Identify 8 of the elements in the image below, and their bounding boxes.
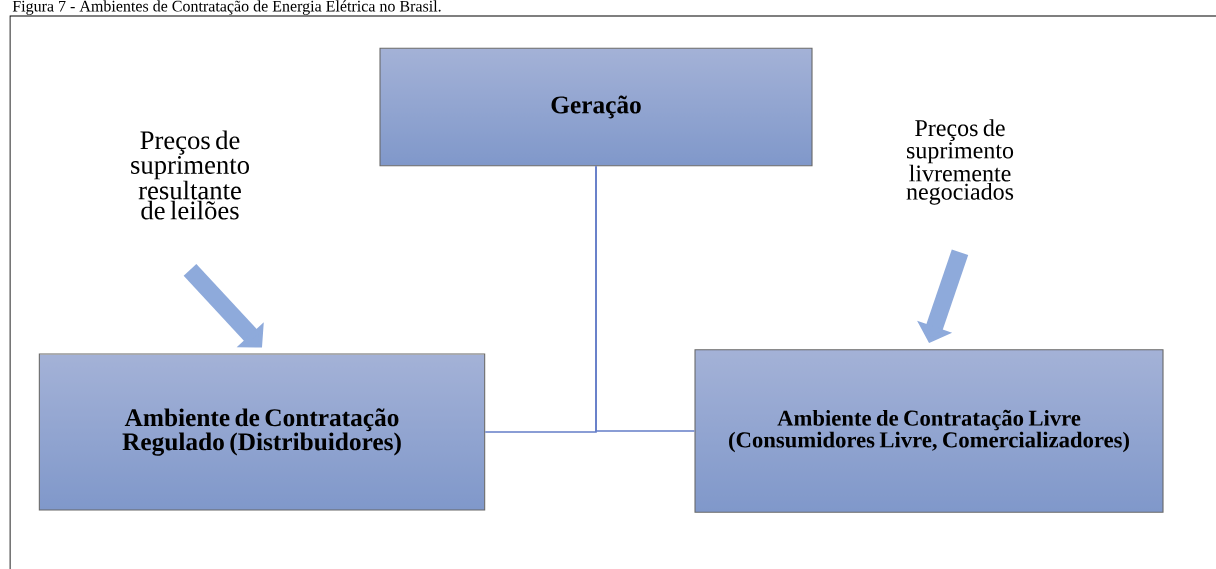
process-box: Geração [379, 47, 813, 167]
block-arrow [183, 264, 264, 348]
process-box: Ambiente de Contratação Regulado (Distribuidores) [38, 353, 486, 511]
price-text: Preços de suprimento resultante de leilões [131, 130, 249, 220]
price-text: Preços de suprimento livremente negociados [906, 119, 1014, 205]
process-box: Ambiente de Contratação Livre (Consumidores Livre, Comercializadores) [694, 349, 1164, 513]
figure-title: Figura 7 - Ambientes de Contratação de Energia Elétrica no Brasil. [12, 0, 441, 15]
connector-line [595, 165, 696, 432]
